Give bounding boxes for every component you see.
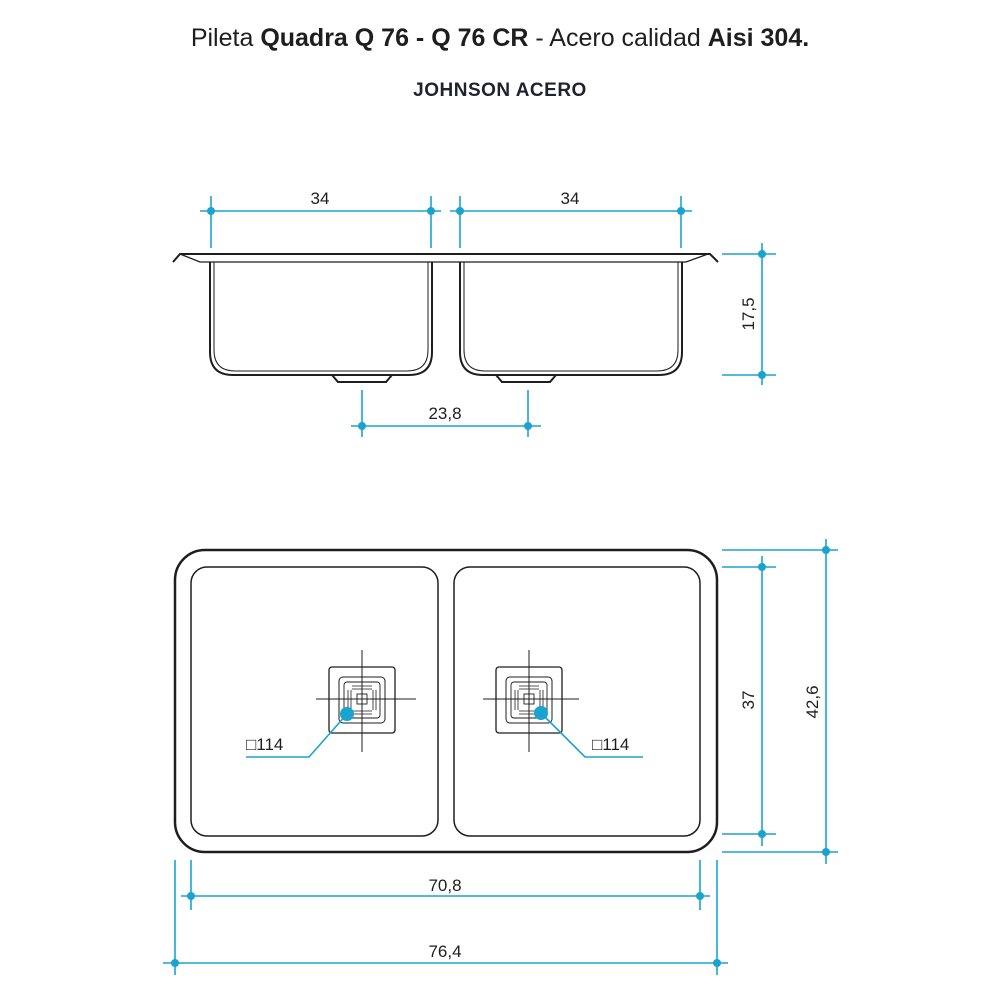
top-left-bowl [190,566,439,837]
top-right-bowl [453,566,701,837]
label-left-drain-size: □114 [246,735,283,754]
title-material: Aisi 304. [707,24,810,52]
label-left-bowl-width: 34 [311,189,330,208]
side-rim [172,253,719,263]
title-model: Quadra Q 76 - Q 76 CR [260,24,529,52]
dim-inner-depth: 37 [722,556,776,846]
side-view: 34 34 17,5 23,8 [172,189,776,437]
side-right-bowl-inner [463,262,679,372]
title-part-1: Pileta [190,24,261,52]
side-rim-inner [179,253,709,263]
brand-name: JOHNSON ACERO [413,80,587,101]
top-outer-rim [173,548,719,854]
top-view: □114 □114 37 42,6 [163,539,838,975]
callout-left-drain: □114 [246,707,354,758]
callout-right-drain: □114 [534,706,643,758]
side-right-drain [495,374,557,383]
left-drain [316,650,416,752]
side-right-bowl [459,262,683,376]
dim-depth: 17,5 [722,243,776,385]
title-part-2: - Acero calidad [528,24,708,52]
side-left-bowl [209,262,433,376]
side-left-bowl-inner [213,262,429,372]
dim-drain-spacing: 23,8 [351,390,541,437]
dim-inner-width: 70,8 [181,860,710,910]
label-right-bowl-width: 34 [561,189,580,208]
label-drain-spacing: 23,8 [428,404,461,423]
diagram-title: Pileta Quadra Q 76 - Q 76 CR - Acero cal… [0,24,1000,53]
label-inner-width: 70,8 [428,876,461,895]
dim-left-bowl-width: 34 [200,189,441,248]
side-left-drain [331,374,393,383]
dim-outer-width: 76,4 [163,860,728,975]
label-outer-depth: 42,6 [803,685,822,718]
label-depth: 17,5 [739,297,758,330]
label-inner-depth: 37 [739,691,758,710]
label-right-drain-size: □114 [592,735,629,754]
right-drain [483,650,579,752]
dim-outer-depth: 42,6 [722,539,838,864]
dim-right-bowl-width: 34 [450,189,692,248]
label-outer-width: 76,4 [428,942,461,961]
